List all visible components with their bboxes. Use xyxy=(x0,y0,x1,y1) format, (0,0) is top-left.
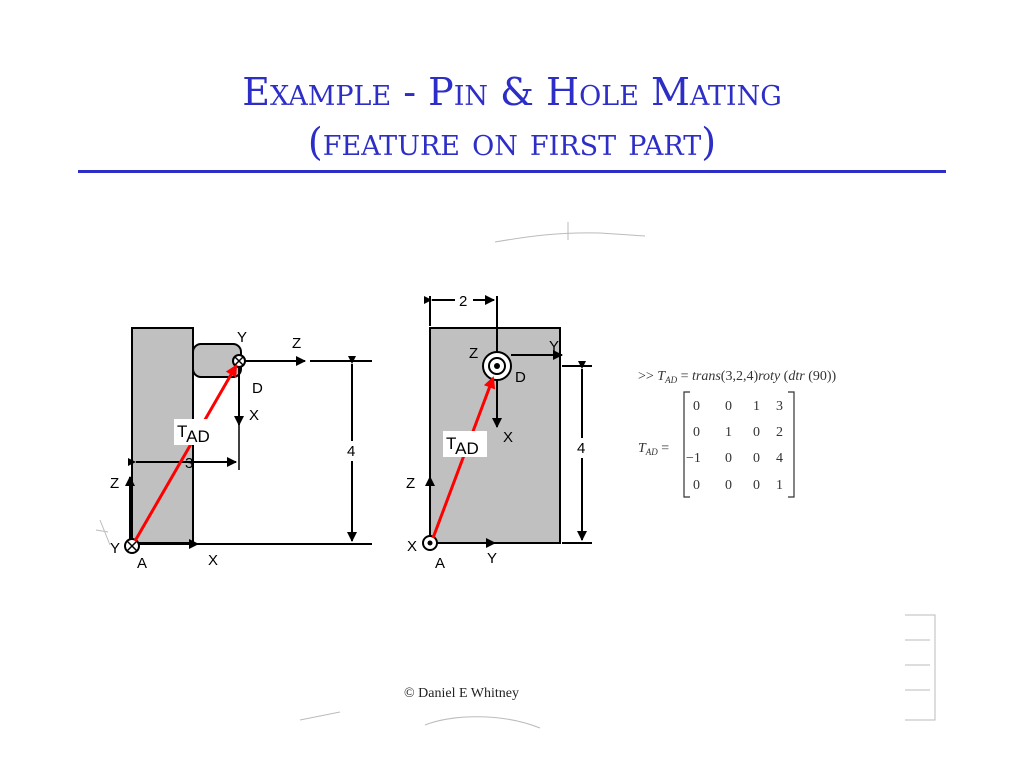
right-t-ad-vector xyxy=(431,376,496,539)
left-figure: Y Z D X Z Y A X 4 3 TAD xyxy=(110,327,372,572)
right-t-ad-label: TAD xyxy=(446,434,479,458)
right-dim-vertical-value: 4 xyxy=(577,440,585,457)
left-d-label: D xyxy=(252,380,263,397)
command-line: >> TAD = trans(3,2,4)roty (dtr (90)) xyxy=(638,369,837,385)
matrix-cell: 0 xyxy=(725,399,732,414)
right-a-y-label: Y xyxy=(487,550,497,567)
matrix-cell: 0 xyxy=(693,478,700,493)
copyright-footer: © Daniel E Whitney xyxy=(404,686,519,701)
left-d-z-label: Z xyxy=(292,335,301,352)
matrix-cell: 3 xyxy=(776,399,783,414)
matrix-cell: 4 xyxy=(776,451,783,466)
matrix-cell: −1 xyxy=(686,451,701,466)
right-d-label: D xyxy=(515,369,526,386)
matrix-right-bracket xyxy=(788,391,795,498)
matrix-cell: 0 xyxy=(753,425,760,440)
right-dim-horizontal-value: 2 xyxy=(459,293,467,310)
matrix-cell: 1 xyxy=(753,399,760,414)
right-a-z-label: Z xyxy=(406,475,415,492)
right-a-x-label: X xyxy=(407,538,417,555)
matrix-lhs: TAD = xyxy=(638,441,669,457)
slide-title-line1: Example - Pin & Hole Mating xyxy=(242,70,782,114)
matrix-cell: 1 xyxy=(776,478,783,493)
scan-artifacts xyxy=(95,222,936,729)
matrix-cell: 0 xyxy=(753,478,760,493)
matrix-cell: 1 xyxy=(725,425,732,440)
left-a-y-label: Y xyxy=(110,540,120,557)
matrix-left-bracket xyxy=(683,391,690,498)
matrix-cells: 0 0 1 3 0 1 0 2 −1 0 0 4 0 0 0 1 xyxy=(686,399,783,493)
right-d-z-label: Z xyxy=(469,345,478,362)
matrix-cell: 0 xyxy=(725,478,732,493)
left-t-ad-vector xyxy=(133,364,238,542)
equation-block: >> TAD = trans(3,2,4)roty (dtr (90)) TAD… xyxy=(638,369,837,498)
left-dim-horizontal-value: 3 xyxy=(185,455,193,472)
left-d-y-label: Y xyxy=(237,329,247,346)
matrix-cell: 0 xyxy=(753,451,760,466)
matrix-cell: 2 xyxy=(776,425,783,440)
right-figure: 2 Z Y D X Z X A Y 4 TAD xyxy=(406,291,592,572)
title-underline xyxy=(78,170,946,173)
left-a-z-label: Z xyxy=(110,475,119,492)
right-d-x-label: X xyxy=(503,429,513,446)
matrix-cell: 0 xyxy=(693,399,700,414)
left-a-label: A xyxy=(137,555,147,572)
left-t-ad-label: TAD xyxy=(177,422,210,446)
right-a-label: A xyxy=(435,555,445,572)
right-d-y-label: Y xyxy=(549,338,559,355)
left-dim-vertical-value: 4 xyxy=(347,443,355,460)
matrix-cell: 0 xyxy=(725,451,732,466)
left-a-x-label: X xyxy=(208,552,218,569)
slide-title-line2: (feature on first part) xyxy=(307,120,717,164)
left-d-x-label: X xyxy=(249,407,259,424)
matrix-cell: 0 xyxy=(693,425,700,440)
